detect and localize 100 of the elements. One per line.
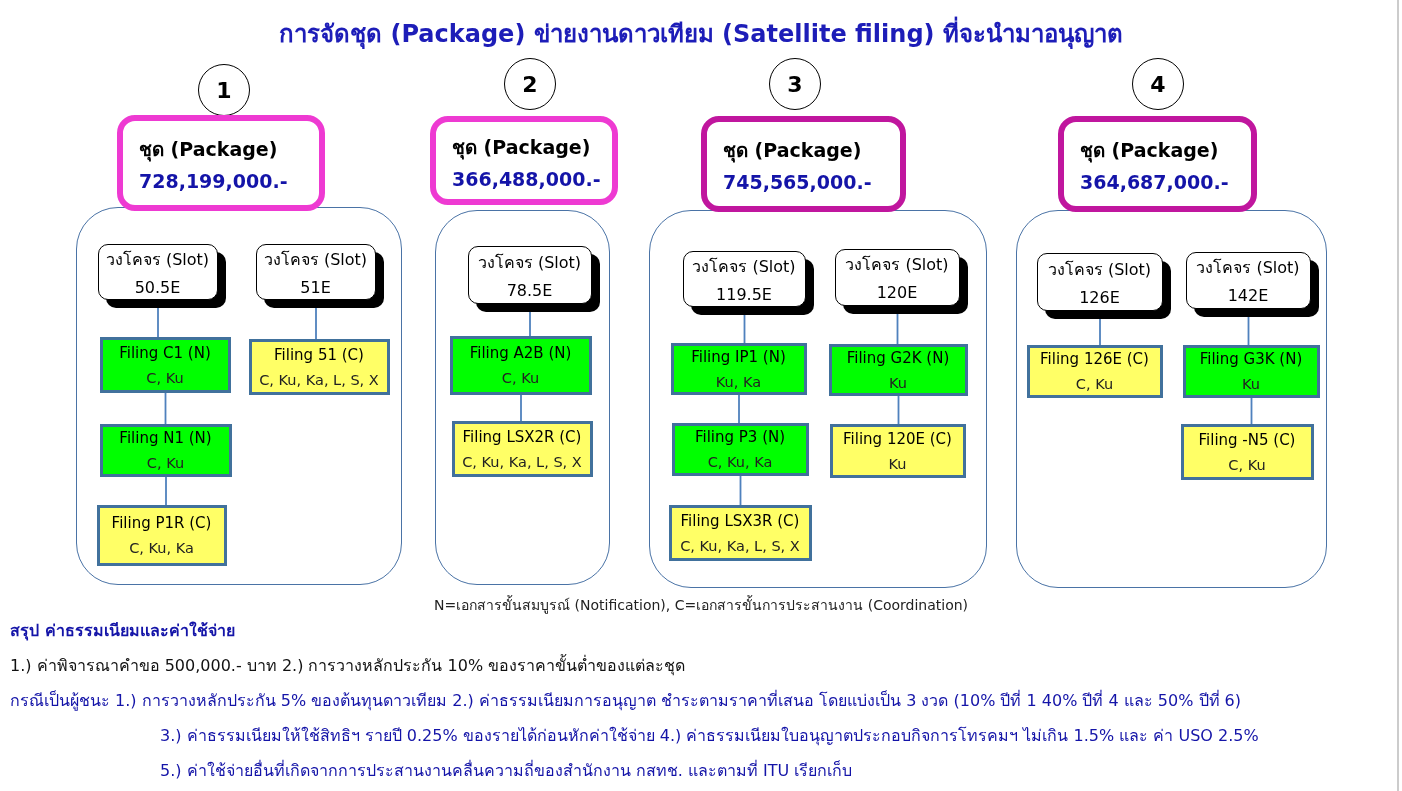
slot-value: 78.5E	[505, 280, 554, 300]
filing-box	[1182, 344, 1320, 398]
slot-box	[1185, 251, 1319, 317]
filing-name: Filing LSX2R (C)	[461, 427, 583, 446]
filing-box	[449, 335, 592, 395]
package-box	[430, 116, 618, 205]
filing-box	[670, 342, 807, 395]
number-circle	[1132, 58, 1184, 110]
filing-name: Filing 120E (C)	[842, 429, 953, 448]
price: 745,565,000.-	[723, 171, 872, 193]
band-list: C, Ku, Ka	[99, 540, 224, 556]
filing-name: Filing G2K (N)	[845, 348, 951, 367]
band-list: C, Ku, Ka, L, S, X	[454, 453, 590, 470]
number: 1	[216, 77, 232, 103]
band-list: C, Ku	[1029, 376, 1160, 392]
band-list: C, Ku	[452, 370, 589, 386]
slot-value: 51E	[299, 277, 332, 297]
slot-label: วงโคจร (Slot)	[1195, 257, 1301, 279]
number: 3	[787, 71, 803, 97]
connector-line	[165, 476, 167, 506]
slot-label: วงโคจร (Slot)	[104, 248, 211, 271]
number: 2	[522, 71, 538, 97]
band-list: C, Ku, Ka	[674, 454, 806, 470]
band-list: Ku, Ka	[673, 373, 804, 390]
number-circle	[504, 58, 556, 110]
slot-value: 142E	[1226, 286, 1270, 305]
group-box	[649, 210, 987, 588]
connector-line	[1099, 318, 1101, 346]
fee-line: 1.) ค่าพิจารณาคำขอ 500,000.- บาท 2.) การวางหลักประกัน 10% ของราคาขั้นต่ำของแต่ละชุด	[10, 653, 686, 678]
group-box	[76, 207, 402, 585]
connector-line	[739, 475, 742, 506]
package-box	[117, 115, 325, 211]
band-list: Ku	[831, 374, 965, 391]
slot-value: 120E	[875, 283, 919, 302]
filing-name: Filing N1 (N)	[118, 429, 213, 447]
filing-name: Filing 126E (C)	[1039, 350, 1150, 368]
connector-line	[157, 307, 159, 338]
filing-box	[1180, 423, 1314, 480]
connector-line	[1247, 316, 1250, 346]
slot-box	[1036, 252, 1171, 319]
package-label: ชุด (Package)	[1080, 138, 1219, 165]
slot-box	[467, 245, 600, 312]
connector-line	[738, 394, 740, 424]
band-list: C, Ku	[1183, 456, 1311, 473]
connector-line	[529, 311, 531, 337]
filing-box	[96, 504, 227, 566]
filing-name: Filing -N5 (C)	[1197, 430, 1297, 449]
slot-value: 50.5E	[133, 277, 182, 297]
filing-box	[829, 423, 966, 478]
band-list: C, Ku	[102, 455, 229, 471]
summary-heading: สรุป ค่าธรรมเนียมและค่าใช้จ่าย	[10, 620, 235, 643]
connector-line	[520, 394, 522, 422]
filing-name: Filing G3K (N)	[1198, 350, 1304, 368]
number-circle	[769, 58, 821, 110]
band-list: C, Ku, Ka, L, S, X	[671, 537, 809, 554]
price: 364,687,000.-	[1080, 171, 1229, 193]
fee-line: 3.) ค่าธรรมเนียมให้ใช้สิทธิฯ รายปี 0.25% ของรายได้ก่อนหักค่าใช้จ่าย 4.) ค่าธรรมเนียมใบอนุญาตประกอบกิจการโทรคมฯ ไม่เกิน 1.5% และ ค่า USO 2.5%	[160, 725, 1259, 748]
filing-box	[248, 338, 390, 395]
package-label: ชุด (Package)	[452, 134, 591, 162]
band-list: Ku	[1185, 376, 1317, 392]
slot-box	[255, 243, 384, 308]
group-box	[435, 210, 610, 585]
filing-box	[451, 420, 593, 477]
slot-label: วงโคจร (Slot)	[262, 248, 369, 271]
connector-line	[743, 314, 746, 344]
filing-box	[1026, 344, 1163, 398]
filing-name: Filing C1 (N)	[118, 343, 212, 362]
package-label: ชุด (Package)	[139, 137, 278, 164]
slot-box	[834, 248, 968, 314]
fee-line: 5.) ค่าใช้จ่ายอื่นที่เกิดจากการประสานงานคลื่นความถี่ของสำนักงาน กสทช. และตามที่ ITU เรียกเก็บ	[160, 759, 853, 782]
filing-name: Filing LSX3R (C)	[679, 511, 801, 530]
price: 366,488,000.-	[452, 167, 601, 190]
filing-name: Filing P1R (C)	[110, 514, 213, 532]
filing-box	[671, 422, 809, 476]
package-label: ชุด (Package)	[723, 138, 862, 165]
filing-name: Filing 51 (C)	[273, 345, 365, 364]
slot-value: 119.5E	[715, 284, 773, 304]
number-circle	[198, 64, 250, 116]
slot-label: วงโคจร (Slot)	[691, 255, 797, 278]
number: 4	[1150, 71, 1166, 97]
slot-box	[682, 250, 814, 315]
connector-line	[897, 395, 900, 425]
connector-line	[315, 307, 317, 340]
slot-box	[97, 243, 226, 308]
package-box	[1058, 116, 1257, 212]
filing-box	[99, 336, 231, 393]
package-box	[701, 116, 906, 212]
connector-line	[164, 392, 167, 425]
slot-label: วงโคจร (Slot)	[476, 251, 583, 274]
band-list: Ku	[832, 455, 963, 472]
fee-line: กรณีเป็นผู้ชนะ 1.) การวางหลักประกัน 5% ของต้นทุนดาวเทียม 2.) ค่าธรรมเนียมการอนุญาต ชำระตามราคาที่เสนอ โดยแบ่งเป็น 3 งวด (10% ปีที่ 1 40% ปีที่ 4 และ 50% ปีที่ 6)	[10, 689, 1241, 713]
filing-name: Filing P3 (N)	[693, 428, 787, 446]
filing-name: Filing IP1 (N)	[690, 347, 787, 366]
band-list: C, Ku, Ka, L, S, X	[251, 371, 387, 388]
slot-value: 126E	[1078, 287, 1121, 307]
filing-box	[828, 343, 968, 396]
connector-line	[1250, 397, 1253, 425]
filing-box	[99, 423, 232, 477]
slot-label: วงโคจร (Slot)	[844, 254, 950, 276]
price: 728,199,000.-	[139, 170, 288, 192]
